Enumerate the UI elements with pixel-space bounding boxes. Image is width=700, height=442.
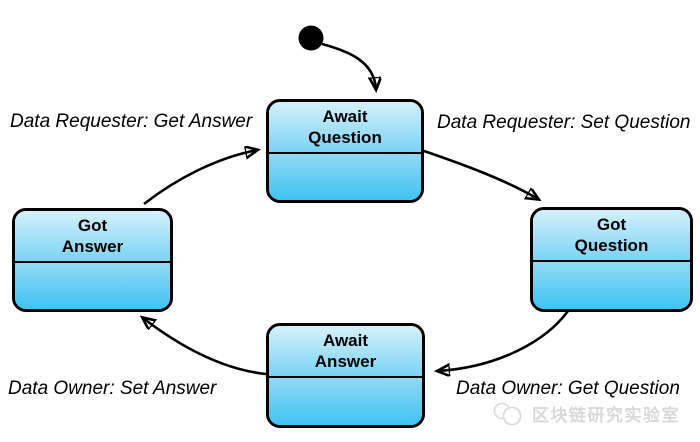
state-name-compartment: Await Answer (269, 326, 422, 377)
state-body-compartment (15, 260, 170, 309)
transition-arrow-got-question-to-await-answer (438, 310, 570, 371)
state-name-compartment: Await Question (269, 102, 421, 152)
state-label-line: Answer (314, 352, 377, 372)
watermark: 区块链研究实验室 (492, 401, 680, 426)
transition-arrow-got-answer-to-await-question (143, 150, 257, 206)
state-await-question: Await Question (266, 99, 424, 203)
transition-label-get-question: Data Owner: Get Question (456, 378, 680, 399)
state-body-compartment (533, 260, 690, 309)
transition-label-set-question: Data Requester: Set Question (437, 112, 691, 133)
state-label-line: Await (322, 331, 369, 351)
transition-arrow-await-question-to-got-question (423, 149, 538, 199)
state-label-line: Question (308, 127, 382, 147)
state-got-question: Got Question (530, 207, 693, 312)
overlapping-circles-logo-icon (493, 402, 522, 425)
state-label-line: Await (322, 106, 368, 126)
state-name-compartment: Got Question (533, 210, 690, 261)
state-body-compartment (269, 376, 422, 425)
state-label-line: Question (574, 236, 649, 256)
transition-label-set-answer: Data Owner: Set Answer (8, 378, 217, 399)
state-got-answer: Got Answer (12, 208, 173, 312)
state-body-compartment (269, 151, 421, 200)
watermark-text: 区块链研究实验室 (532, 406, 680, 425)
initial-transition-arrow (321, 42, 376, 89)
state-label-line: Got (596, 215, 627, 235)
state-label-line: Answer (61, 236, 124, 256)
state-name-compartment: Got Answer (15, 211, 170, 261)
initial-state-dot (298, 25, 324, 51)
transition-label-get-answer: Data Requester: Get Answer (10, 111, 253, 132)
state-label-line: Got (77, 215, 108, 235)
state-await-answer: Await Answer (266, 323, 425, 428)
transition-arrow-await-answer-to-got-answer (143, 318, 267, 376)
